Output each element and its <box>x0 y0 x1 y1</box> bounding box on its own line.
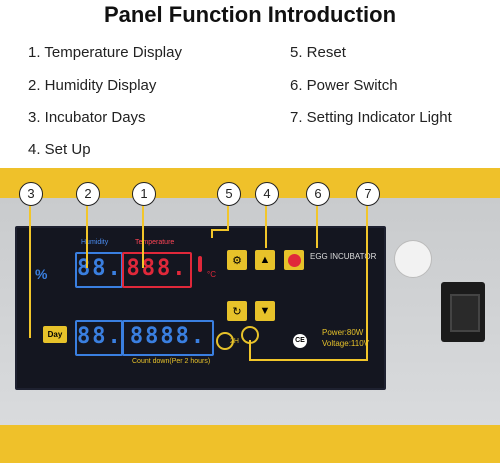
callout-7: 7 <box>356 182 380 206</box>
days-value: 88. <box>77 324 123 349</box>
countdown-value: 8888. <box>129 324 207 349</box>
humidity-display: 88. <box>75 252 123 288</box>
callout-5: 5 <box>217 182 241 206</box>
humidity-value: 88. <box>77 256 123 281</box>
ce-mark: CE <box>293 334 307 348</box>
callout-2: 2 <box>76 182 100 206</box>
legend-item-3: 3. Incubator Days <box>28 109 146 126</box>
day-icon: Day <box>43 326 67 343</box>
legend-item-6: 6. Power Switch <box>290 77 398 94</box>
humidity-label: Humidity <box>81 239 109 246</box>
reset-button[interactable]: ↻ <box>227 301 247 321</box>
humidity-icon: % <box>35 266 48 282</box>
countdown-display: 8888. <box>122 320 214 356</box>
voltage-label: Voltage:110V <box>322 339 370 348</box>
setup-button[interactable]: ⚙ <box>227 250 247 270</box>
power-socket-icon <box>441 282 485 342</box>
legend-item-2: 2. Humidity Display <box>28 77 157 94</box>
control-panel: Humidity Temperature % 88. 888. °C Day 8… <box>15 226 386 390</box>
x2h-icon <box>216 332 234 350</box>
legend-item-5: 5. Reset <box>290 44 346 61</box>
temperature-display: 888. <box>122 252 192 288</box>
callout-1: 1 <box>132 182 156 206</box>
up-button[interactable]: ▲ <box>255 250 275 270</box>
egg-incubator-label: EGG INCUBATOR <box>310 252 377 261</box>
power-button[interactable] <box>284 250 304 270</box>
temperature-label: Temperature <box>135 239 175 246</box>
legend-item-7: 7. Setting Indicator Light <box>290 109 452 126</box>
power-label: Power:80W <box>322 328 364 337</box>
callout-3: 3 <box>19 182 43 206</box>
x2h-label: 2H <box>230 338 239 345</box>
callout-4: 4 <box>255 182 279 206</box>
legend-item-4: 4. Set Up <box>28 141 91 158</box>
day-label: Day <box>47 330 63 339</box>
countdown-label: Count down(Per 2 hours) <box>132 358 211 365</box>
thermometer-icon <box>198 256 202 272</box>
legend-item-1: 1. Temperature Display <box>28 44 182 61</box>
temperature-value: 888. <box>126 256 188 281</box>
down-button[interactable]: ▼ <box>255 301 275 321</box>
callout-6: 6 <box>306 182 330 206</box>
celsius-unit: °C <box>207 270 216 279</box>
page-title: Panel Function Introduction <box>103 2 397 27</box>
power-icon <box>287 253 301 267</box>
incubator-bottom-band <box>0 425 500 463</box>
ventilation-dial-icon <box>394 240 432 278</box>
